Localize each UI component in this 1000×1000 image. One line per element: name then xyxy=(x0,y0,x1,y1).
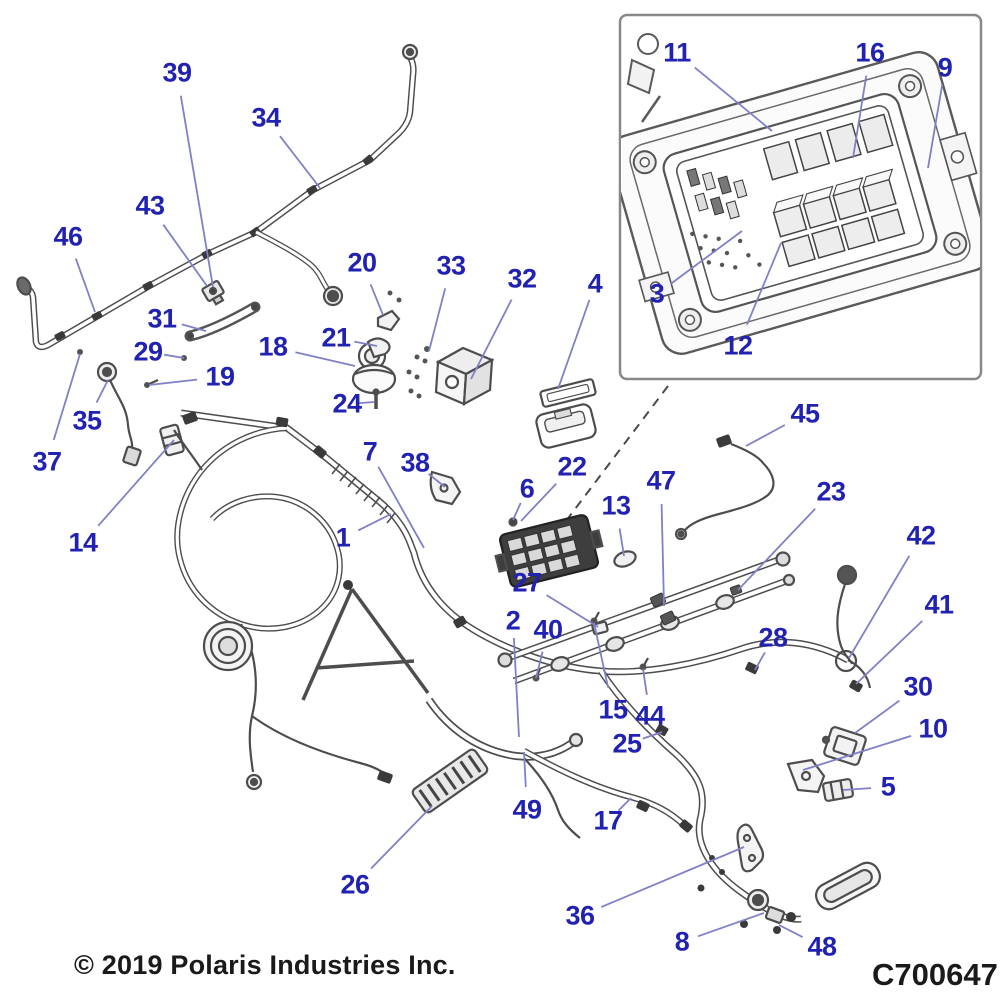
callout-leader-lines xyxy=(52,66,944,938)
part-gasket-4 xyxy=(539,378,597,408)
part-bracket-36 xyxy=(736,823,765,873)
leader-line-15 xyxy=(593,622,609,688)
part-bracket-38 xyxy=(429,470,462,506)
part-cylinder xyxy=(815,861,881,911)
part-pin-24 xyxy=(372,388,380,409)
part-cover-6 xyxy=(535,403,597,449)
leader-line-26 xyxy=(370,805,433,870)
inset-fusebox-drawing xyxy=(621,33,980,355)
small-screws xyxy=(77,290,430,399)
leader-line-22 xyxy=(520,483,557,522)
leader-line-24 xyxy=(359,401,375,404)
leader-line-1 xyxy=(357,513,392,532)
drawing-code-text: C700647 xyxy=(872,957,998,992)
main-harness-artwork xyxy=(16,43,881,934)
leader-line-19 xyxy=(148,378,198,386)
leader-line-39 xyxy=(179,95,214,288)
leader-line-12 xyxy=(746,242,782,326)
part-fuse-strip-26 xyxy=(411,748,489,814)
leader-line-2 xyxy=(513,637,520,738)
leader-line-46 xyxy=(74,258,96,313)
leader-line-3 xyxy=(670,230,743,285)
part-terminals-8-48 xyxy=(697,855,796,934)
leader-line-42 xyxy=(848,555,911,659)
part-bracket-10 xyxy=(786,758,826,794)
leader-line-48 xyxy=(778,924,804,938)
leader-line-25 xyxy=(642,731,663,740)
leader-line-41 xyxy=(855,620,923,685)
leader-line-35 xyxy=(95,379,109,404)
leader-line-10 xyxy=(802,735,912,771)
leader-line-28 xyxy=(754,651,766,671)
leader-line-6 xyxy=(512,502,522,521)
leader-line-29 xyxy=(164,353,185,359)
part-fusebox-main xyxy=(494,514,604,588)
leader-line-49 xyxy=(523,751,527,788)
leader-line-47 xyxy=(660,503,665,607)
part-sensor-35 xyxy=(96,361,142,467)
leader-line-16 xyxy=(852,75,868,159)
part-reservoir-18 xyxy=(351,341,397,395)
part-bracket-31 xyxy=(184,301,261,342)
leader-line-21 xyxy=(354,340,378,347)
part-harness-34 xyxy=(16,43,419,351)
leader-line-4 xyxy=(557,299,591,390)
leader-line-13 xyxy=(618,528,625,557)
leader-line-20 xyxy=(369,283,384,316)
bolt-19-stem xyxy=(146,378,159,387)
leader-line-37 xyxy=(52,353,81,441)
leader-line-36 xyxy=(600,846,745,908)
part-o2-sensor-42 xyxy=(834,564,872,693)
leader-line-40 xyxy=(535,651,544,679)
detail-inset xyxy=(618,13,983,381)
leader-line-18 xyxy=(295,351,356,367)
copyright-text: © 2019 Polaris Industries Inc. xyxy=(74,950,456,980)
leader-line-34 xyxy=(279,135,321,189)
leader-line-11 xyxy=(694,66,773,132)
part-ecu-32 xyxy=(434,346,495,406)
inset-reference-dashed-line xyxy=(565,385,669,522)
harness-trunk xyxy=(173,409,850,923)
leader-line-44 xyxy=(642,668,648,696)
part-clamp-39-43 xyxy=(201,280,225,306)
leader-line-17 xyxy=(617,797,632,812)
leader-line-8 xyxy=(697,912,765,938)
leader-line-31 xyxy=(181,323,207,332)
leader-line-23 xyxy=(737,508,816,591)
leader-line-5 xyxy=(842,787,872,791)
leader-line-33 xyxy=(428,288,447,352)
leader-line-14 xyxy=(97,439,175,527)
part-wire-45 xyxy=(674,434,775,541)
leader-line-43 xyxy=(162,224,208,287)
leader-line-38 xyxy=(427,473,446,488)
leader-line-30 xyxy=(854,699,900,734)
leader-line-27 xyxy=(546,594,599,628)
leader-line-45 xyxy=(745,424,786,447)
leader-line-7 xyxy=(377,466,425,549)
leader-line-32 xyxy=(470,299,513,380)
part-bracket-20 xyxy=(376,309,401,332)
part-connector-5 xyxy=(822,778,854,802)
part-battery-cables xyxy=(522,748,693,839)
leader-line-9 xyxy=(927,84,944,169)
part-bracket-21 xyxy=(366,337,391,359)
